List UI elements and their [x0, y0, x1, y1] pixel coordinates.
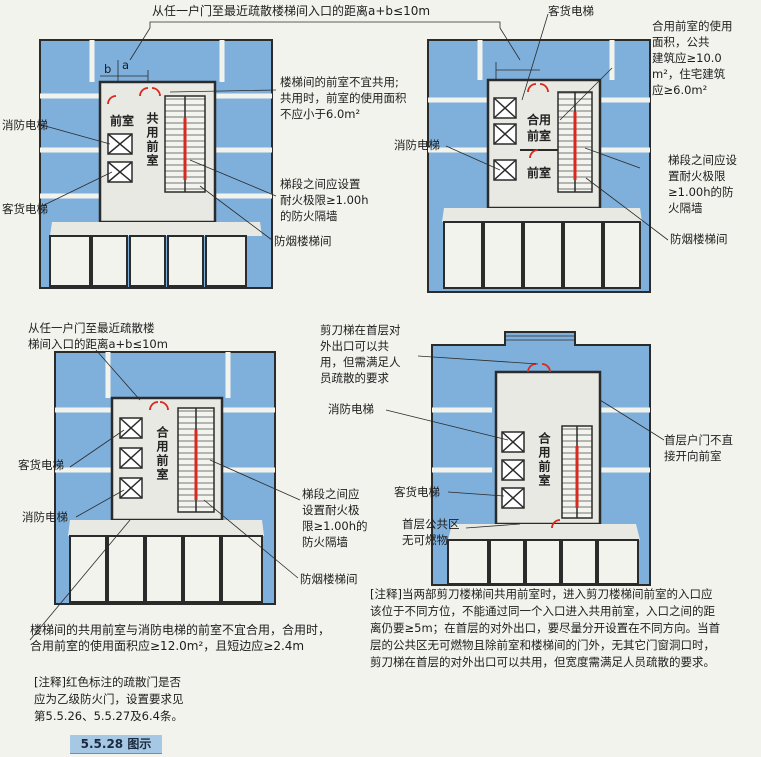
p4-fire-elevator-label: 消防电梯 — [328, 402, 374, 416]
p4-room-shared: 合用前室 — [537, 432, 551, 488]
dim-b-label: b — [104, 62, 112, 76]
p2-area-note: 合用前室的使用 面积，公共 建筑应≥10.0 m²，住宅建筑 应≥6.0m² — [652, 19, 733, 97]
p2-wall-note: 梯段之间应设 置耐火极限 ≥1.00h的防 火隔墙 — [668, 153, 737, 215]
p2-room-shared: 合用前室 — [526, 113, 551, 143]
plan-3 — [54, 351, 276, 605]
p2-fire-elevator-label: 消防电梯 — [394, 138, 440, 152]
p4-ground-door-note: 首层户门不直 接开向前室 — [664, 433, 733, 463]
p3-bottom-note: 楼梯间的共用前室与消防电梯的前室不宜合用，合用时， 合用前室的使用面积应≥12.… — [30, 623, 331, 653]
p3-distance-note: 从任一户门至最近疏散楼 梯间入口的距离a+b≤10m — [28, 321, 168, 351]
p3-freight-elevator-label: 客货电梯 — [18, 458, 64, 472]
p2-room-front: 前室 — [526, 166, 551, 180]
left-note: [注释]红色标注的疏散门是否 应为乙级防火门，设置要求见 第5.5.26、5.5… — [34, 675, 184, 723]
p1-vestibule-note: 楼梯间的前室不宜共用; 共用时，前室的使用面积 不应小于6.0m² — [280, 75, 407, 121]
p4-freight-elevator-label: 客货电梯 — [394, 485, 440, 499]
p2-freight-elevator-label: 客货电梯 — [548, 4, 594, 18]
p1-fire-elevator-label: 消防电梯 — [2, 118, 48, 132]
p4-scissor-note: 剪刀梯在首层对 外出口可以共 用，但需满足人 员疏散的要求 — [320, 323, 401, 385]
figure-caption: 5.5.28 图示 — [70, 735, 162, 754]
top-distance-label: 从任一户门至最近疏散楼梯间入口的距离a+b≤10m — [152, 4, 431, 18]
plan-1 — [39, 39, 273, 289]
p3-smoke-stair-label: 防烟楼梯间 — [300, 572, 358, 586]
dim-a-label: a — [122, 58, 130, 72]
p1-freight-elevator-label: 客货电梯 — [2, 202, 48, 216]
leader-lines — [29, 13, 669, 641]
plan-4 — [431, 331, 651, 586]
p3-room-shared: 合用前室 — [155, 426, 169, 482]
p1-smoke-stair-label: 防烟楼梯间 — [274, 234, 332, 248]
p4-public-area-note: 首层公共区 无可燃物 — [402, 517, 460, 547]
p1-room-shared: 共用前室 — [145, 112, 159, 168]
p1-wall-note: 梯段之间应设置 耐火极限≥1.00h 的防火隔墙 — [280, 177, 369, 223]
plan-2 — [427, 39, 651, 293]
p2-smoke-stair-label: 防烟楼梯间 — [670, 232, 728, 246]
p3-wall-note: 梯段之间应 设置耐火极 限≥1.00h的 防火隔墙 — [302, 487, 368, 549]
p3-fire-elevator-label: 消防电梯 — [22, 510, 68, 524]
right-note: [注释]当两部剪刀楼梯间共用前室时，进入剪刀楼梯间前室的入口应 该位于不同方位，… — [370, 587, 721, 669]
p1-room-front: 前室 — [109, 114, 134, 128]
